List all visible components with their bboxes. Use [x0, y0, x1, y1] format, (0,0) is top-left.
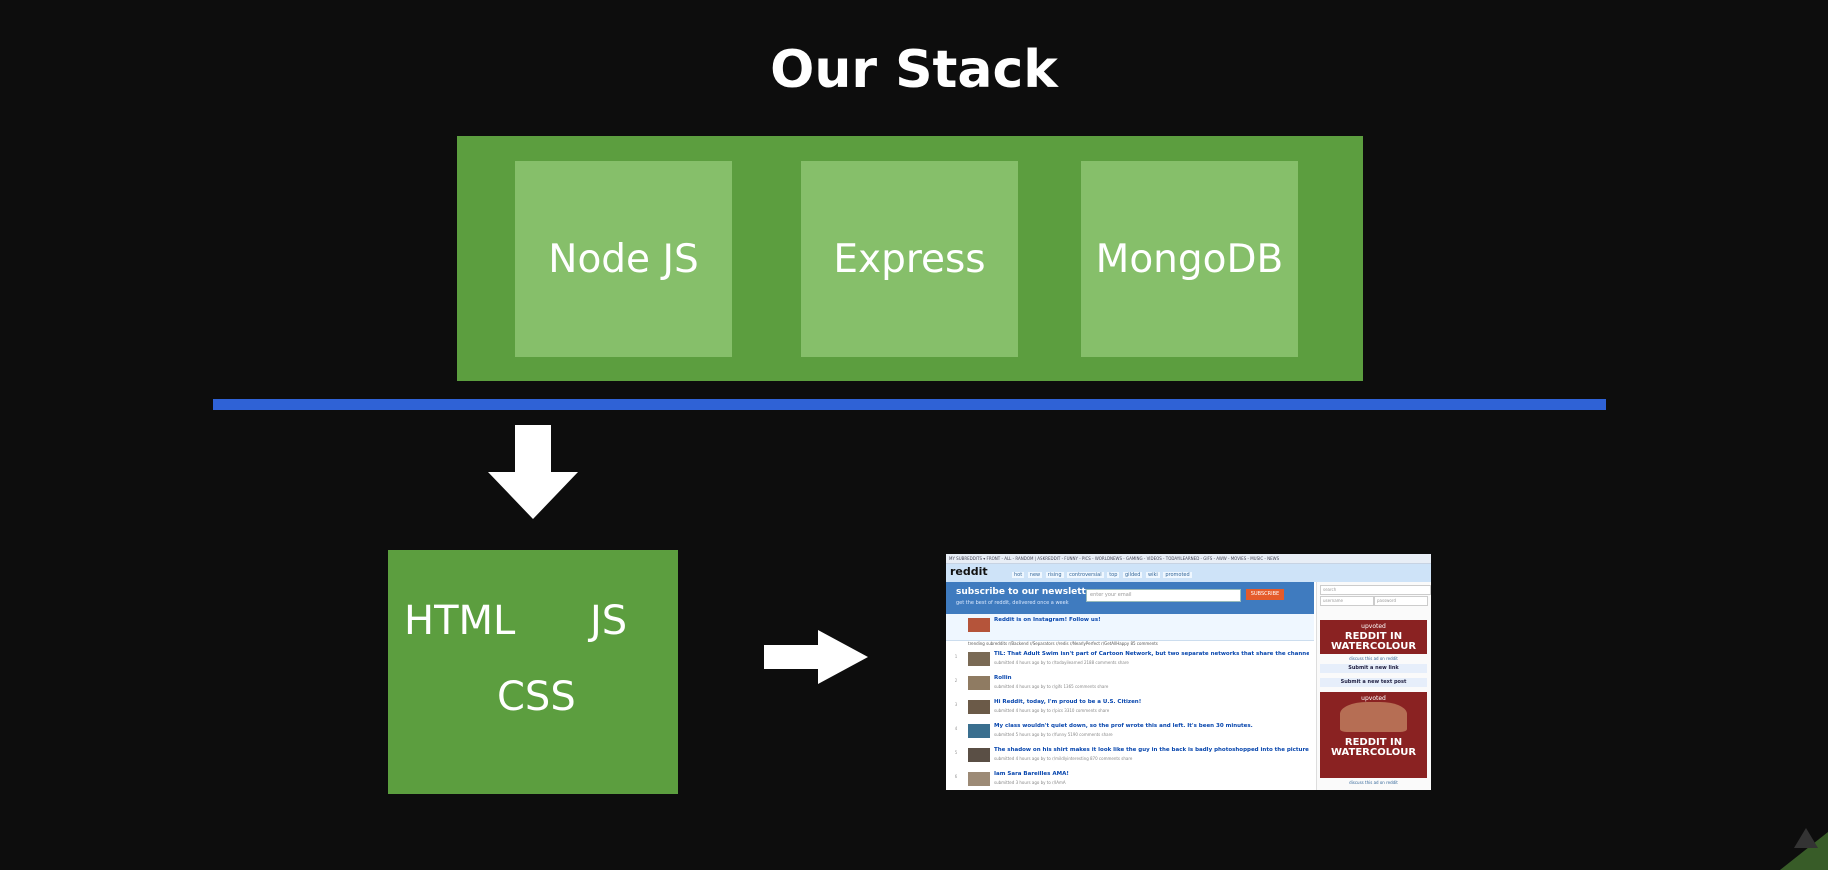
discuss-ad-link: discuss this ad on reddit [1349, 656, 1398, 661]
post-thumbnail [968, 700, 990, 714]
list-item: 1 TIL: That Adult Swim isn't part of Car… [946, 650, 1314, 670]
post-title: My class wouldn't quiet down, so the pro… [994, 723, 1253, 729]
sidebar-ad-top: upvoted REDDIT IN WATERCOLOUR [1320, 620, 1427, 654]
reddit-sort-tabs: hot new rising controversial top gilded … [1012, 572, 1194, 578]
post-rank: 5 [954, 750, 958, 755]
post-title: The shadow on his shirt makes it look li… [994, 747, 1309, 753]
promoted-post [946, 614, 1314, 641]
newsletter-subscribe-button: SUBSCRIBE [1246, 589, 1284, 600]
server-stack-box: Node JS Express MongoDB [457, 136, 1363, 381]
ad-text: REDDIT IN WATERCOLOUR [1330, 631, 1417, 652]
post-title: Hi Reddit, today, I'm proud to be a U.S.… [994, 699, 1142, 705]
slide-title: Our Stack [770, 40, 1058, 100]
tab-new: new [1027, 572, 1043, 578]
sidebar-password-input: password [1374, 596, 1428, 606]
express-tile: Express [801, 161, 1018, 357]
post-meta: submitted 4 hours ago by to r/gifs 1365 … [994, 684, 1109, 689]
tab-controversial: controversial [1067, 572, 1104, 578]
list-item: 4 My class wouldn't quiet down, so the p… [946, 722, 1314, 742]
list-item: 3 Hi Reddit, today, I'm proud to be a U.… [946, 698, 1314, 718]
submit-link-button: Submit a new link [1320, 664, 1427, 673]
post-thumbnail [968, 724, 990, 738]
ad-text: REDDIT IN WATERCOLOUR [1330, 737, 1417, 758]
post-rank: 2 [954, 678, 958, 683]
post-thumbnail [968, 772, 990, 786]
tab-rising: rising [1045, 572, 1064, 578]
tab-promoted: promoted [1163, 572, 1192, 578]
post-thumbnail [968, 618, 990, 632]
newsletter-title: subscribe to our newsletter [956, 587, 1097, 597]
ad-figure [1340, 702, 1407, 732]
sidebar-username-input: username [1320, 596, 1374, 606]
post-thumbnail [968, 748, 990, 762]
arrow-right-icon [764, 630, 868, 684]
newsletter-email-input: enter your email [1086, 589, 1241, 602]
css-label: CSS [497, 674, 576, 720]
post-meta: submitted 4 hours ago by to r/mildlyinte… [994, 756, 1133, 761]
reddit-screenshot: MY SUBREDDITS ▾ FRONT - ALL - RANDOM | A… [946, 554, 1431, 790]
client-box: HTML JS CSS [388, 550, 678, 794]
server-client-divider [213, 399, 1606, 410]
discuss-ad-link: discuss this ad on reddit [1349, 780, 1398, 785]
list-item: 2 Rollin submitted 4 hours ago by to r/g… [946, 674, 1314, 694]
post-meta: submitted 4 hours ago by to r/todayilear… [994, 660, 1129, 665]
post-rank: 4 [954, 726, 958, 731]
post-thumbnail [968, 676, 990, 690]
tab-gilded: gilded [1123, 572, 1143, 578]
tab-hot: hot [1012, 572, 1025, 578]
tab-wiki: wiki [1145, 572, 1160, 578]
post-meta: submitted 3 hours ago by to r/IAmA [994, 780, 1066, 785]
list-item: 6 Iam Sara Bareilles AMA! submitted 3 ho… [946, 770, 1314, 790]
ad-brand: upvoted [1361, 695, 1386, 702]
post-title: Iam Sara Bareilles AMA! [994, 771, 1069, 777]
trending-subreddits: trending subreddits r/Backend r/Separato… [968, 641, 1158, 646]
arrow-down-icon [488, 425, 578, 519]
reddit-topbar: MY SUBREDDITS ▾ FRONT - ALL - RANDOM | A… [946, 554, 1431, 564]
post-rank: 6 [954, 774, 958, 779]
post-thumbnail [968, 652, 990, 666]
html-label: HTML [404, 598, 516, 644]
post-meta: submitted 4 hours ago by to r/pics 3310 … [994, 708, 1110, 713]
post-rank: 1 [954, 654, 958, 659]
corner-shape [1780, 828, 1828, 870]
js-label: JS [590, 598, 628, 644]
post-title: Rollin [994, 675, 1012, 681]
list-item: 5 The shadow on his shirt makes it look … [946, 746, 1314, 766]
ad-brand: upvoted [1361, 623, 1386, 630]
reddit-logo: reddit [950, 565, 988, 578]
mongodb-tile: MongoDB [1081, 161, 1298, 357]
sidebar-search-input: search [1320, 585, 1431, 595]
newsletter-subtitle: get the best of reddit, delivered once a… [956, 600, 1069, 606]
post-meta: submitted 5 hours ago by to r/funny 5190… [994, 732, 1113, 737]
post-title: TIL: That Adult Swim isn't part of Carto… [994, 651, 1309, 657]
sidebar-ad-bottom: upvoted REDDIT IN WATERCOLOUR [1320, 692, 1427, 778]
promoted-post-content: Reddit is on Instagram! Follow us! [946, 616, 1314, 636]
node-js-tile: Node JS [515, 161, 732, 357]
promoted-post-title: Reddit is on Instagram! Follow us! [994, 617, 1101, 623]
submit-text-button: Submit a new text post [1320, 678, 1427, 687]
tab-top: top [1107, 572, 1120, 578]
post-rank: 3 [954, 702, 958, 707]
